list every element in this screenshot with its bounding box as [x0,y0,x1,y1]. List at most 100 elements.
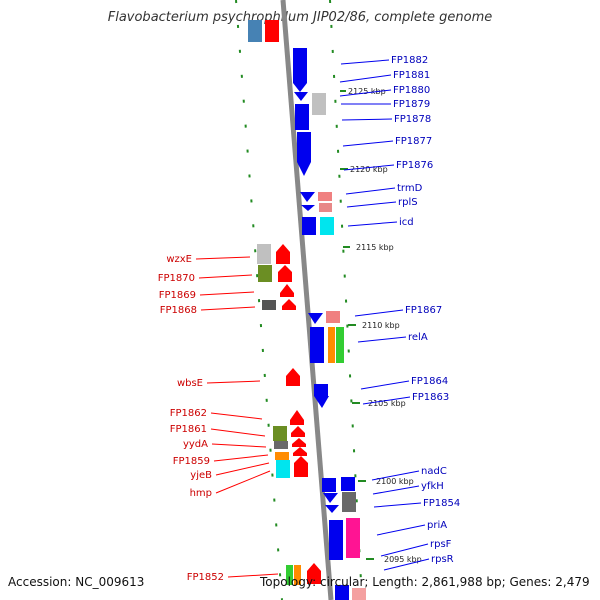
reverse-label-leader [347,221,398,227]
forward-gene-label: wzxE [166,254,192,265]
gene-rela [310,327,324,363]
gene-fp1854-b [325,505,339,513]
forward-label-leader [227,573,279,578]
guide-tracks [235,0,363,600]
reverse-gene-label: FP1863 [412,392,449,403]
genome-backbone [280,0,334,600]
gene-fp1867-b [326,311,340,323]
gene-fp1868 [262,300,276,310]
forward-genes [248,20,321,585]
reverse-label-leader [340,59,390,65]
gene-trmd [300,192,315,202]
gene-fp1867 [308,313,323,324]
gene-fp1863 [314,396,329,408]
reverse-gene-label: priA [427,520,447,531]
gene-fp1859 [293,447,307,456]
forward-label-leader [215,470,271,494]
reverse-gene-label: FP1881 [393,70,430,81]
gene-pria [329,520,343,560]
gene-rela-b [328,327,335,363]
gene-nadc [341,477,355,491]
forward-label-leader [210,412,263,420]
topology-text: Topology: circular; Length: 2,861,988 bp… [260,575,590,589]
forward-gene-label: hmp [190,488,212,499]
gene-yyda [274,441,288,449]
gene-yfkh-b [323,493,338,503]
forward-gene-label: FP1852 [187,572,224,583]
gene-fp1880 [294,92,308,101]
gene-fp1854 [342,492,356,512]
kbp-tick-label: 2110 kbp [362,321,400,330]
gene-fp1870 [258,265,272,282]
reverse-gene-label: trmD [397,183,423,194]
reverse-label-leader [383,558,430,571]
forward-gene-label: wbsE [177,378,203,389]
reverse-gene-label: yfkH [421,481,444,492]
gene-rpls [301,205,315,211]
gene-yfkh [322,478,336,492]
gene-wzxe [257,244,271,264]
reverse-label-leader [339,89,392,97]
kbp-tick-label: 2120 kbp [350,165,388,174]
gene-fp1870-b [278,265,292,282]
accession-text: Accession: NC_009613 [8,575,145,589]
gene-rpsr [352,588,366,600]
gene-yjeb [276,460,290,478]
gene-yyda-b [292,438,306,447]
reverse-label-leader [371,470,420,481]
forward-label-leader [200,306,256,311]
reverse-label-leader [346,201,397,208]
gene-pria-b [346,518,360,558]
forward-label-leader [211,443,267,448]
reverse-label-leader [342,140,394,147]
reverse-label-leader [339,74,392,83]
reverse-gene-label: rpsF [430,539,452,550]
forward-label-leader [213,454,269,462]
forward-gene-label: FP1861 [170,424,207,435]
gene-hmp [294,456,308,477]
reverse-gene-label: FP1880 [393,85,430,96]
gene-fp1879 [312,93,326,115]
gene-fp1852-c [307,563,321,584]
kbp-tick-label: 2125 kbp [348,87,386,96]
reverse-gene-label: FP1877 [395,136,432,147]
reverse-label-leader [373,502,422,508]
gene-wzxe-b [276,244,290,264]
forward-gene-label: FP1869 [159,290,196,301]
gene-rpsf [335,585,349,600]
forward-label-leader [195,256,251,260]
gene-fp1859-b [275,452,289,460]
gene-icd [302,217,316,235]
gene-fp1882 [293,48,307,83]
gene-trmd-b [318,192,332,201]
reverse-label-leader [372,485,420,495]
kbp-tick-label: 2095 kbp [384,555,422,564]
reverse-label-leader [380,543,429,557]
gene-top-b [265,20,279,42]
reverse-gene-label: nadC [421,466,447,477]
reverse-label-leader [357,336,407,343]
reverse-label-leader [341,118,393,121]
gene-fp1878 [295,104,309,130]
reverse-label-leader [362,396,411,405]
gene-fp1869 [280,284,294,297]
gene-top-a [248,20,262,42]
gene-fp1861-b [291,426,305,437]
forward-label-leader [199,291,255,296]
gene-fp1852 [286,565,293,585]
forward-gene-label: FP1859 [173,456,210,467]
reverse-label-leader [343,164,395,171]
reverse-gene-label: FP1882 [391,55,428,66]
gene-fp1881 [293,83,307,92]
reverse-genes [293,48,366,600]
reverse-gene-label: FP1878 [394,114,431,125]
map-title: Flavobacterium psychrophilum JIP02/86, c… [107,10,493,25]
gene-fp1852-b [294,565,301,585]
gene-fp1868-b [282,299,296,310]
forward-gene-label: FP1870 [158,273,195,284]
gene-icd-b [320,217,334,235]
forward-label-leader [198,274,253,279]
reverse-label-leader [354,309,404,317]
